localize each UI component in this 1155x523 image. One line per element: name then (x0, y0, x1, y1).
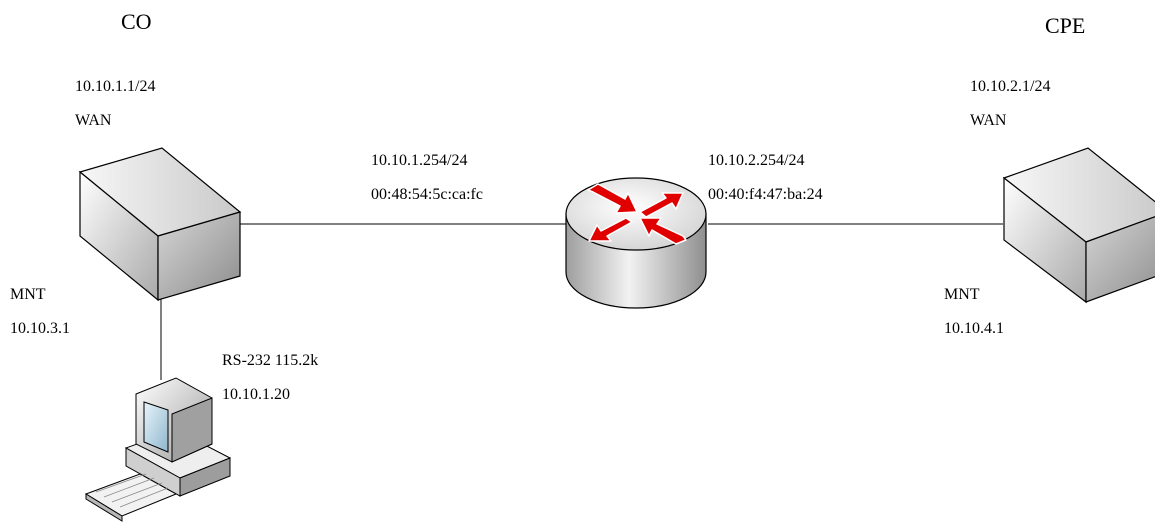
co-device-icon (78, 147, 242, 302)
co-wan-label: WAN (75, 112, 112, 129)
router-right-mac: 00:40:f4:47:ba:24 (708, 186, 823, 203)
co-mnt-ip: 10.10.3.1 (10, 320, 70, 337)
co-wan-ip: 10.10.1.1/24 (75, 78, 156, 95)
cpe-mnt-ip: 10.10.4.1 (944, 320, 1004, 337)
router-arrows-icon (587, 183, 687, 245)
co-mnt-label: MNT (10, 286, 46, 303)
router-right-ip: 10.10.2.254/24 (708, 152, 805, 169)
cpe-wan-ip: 10.10.2.1/24 (970, 78, 1051, 95)
router-left-ip: 10.10.1.254/24 (371, 152, 468, 169)
cpe-wan-label: WAN (970, 112, 1007, 129)
pc-ip: 10.10.1.20 (222, 386, 290, 403)
router-icon (565, 177, 707, 309)
cpe-mnt-label: MNT (944, 286, 980, 303)
cpe-title: CPE (1045, 13, 1086, 38)
pc-icon (84, 377, 232, 522)
router-left-mac: 00:48:54:5c:ca:fc (371, 186, 483, 203)
co-title: CO (121, 9, 152, 34)
pc-serial-label: RS-232 115.2k (222, 352, 319, 369)
cpe-device-icon (1002, 147, 1155, 304)
